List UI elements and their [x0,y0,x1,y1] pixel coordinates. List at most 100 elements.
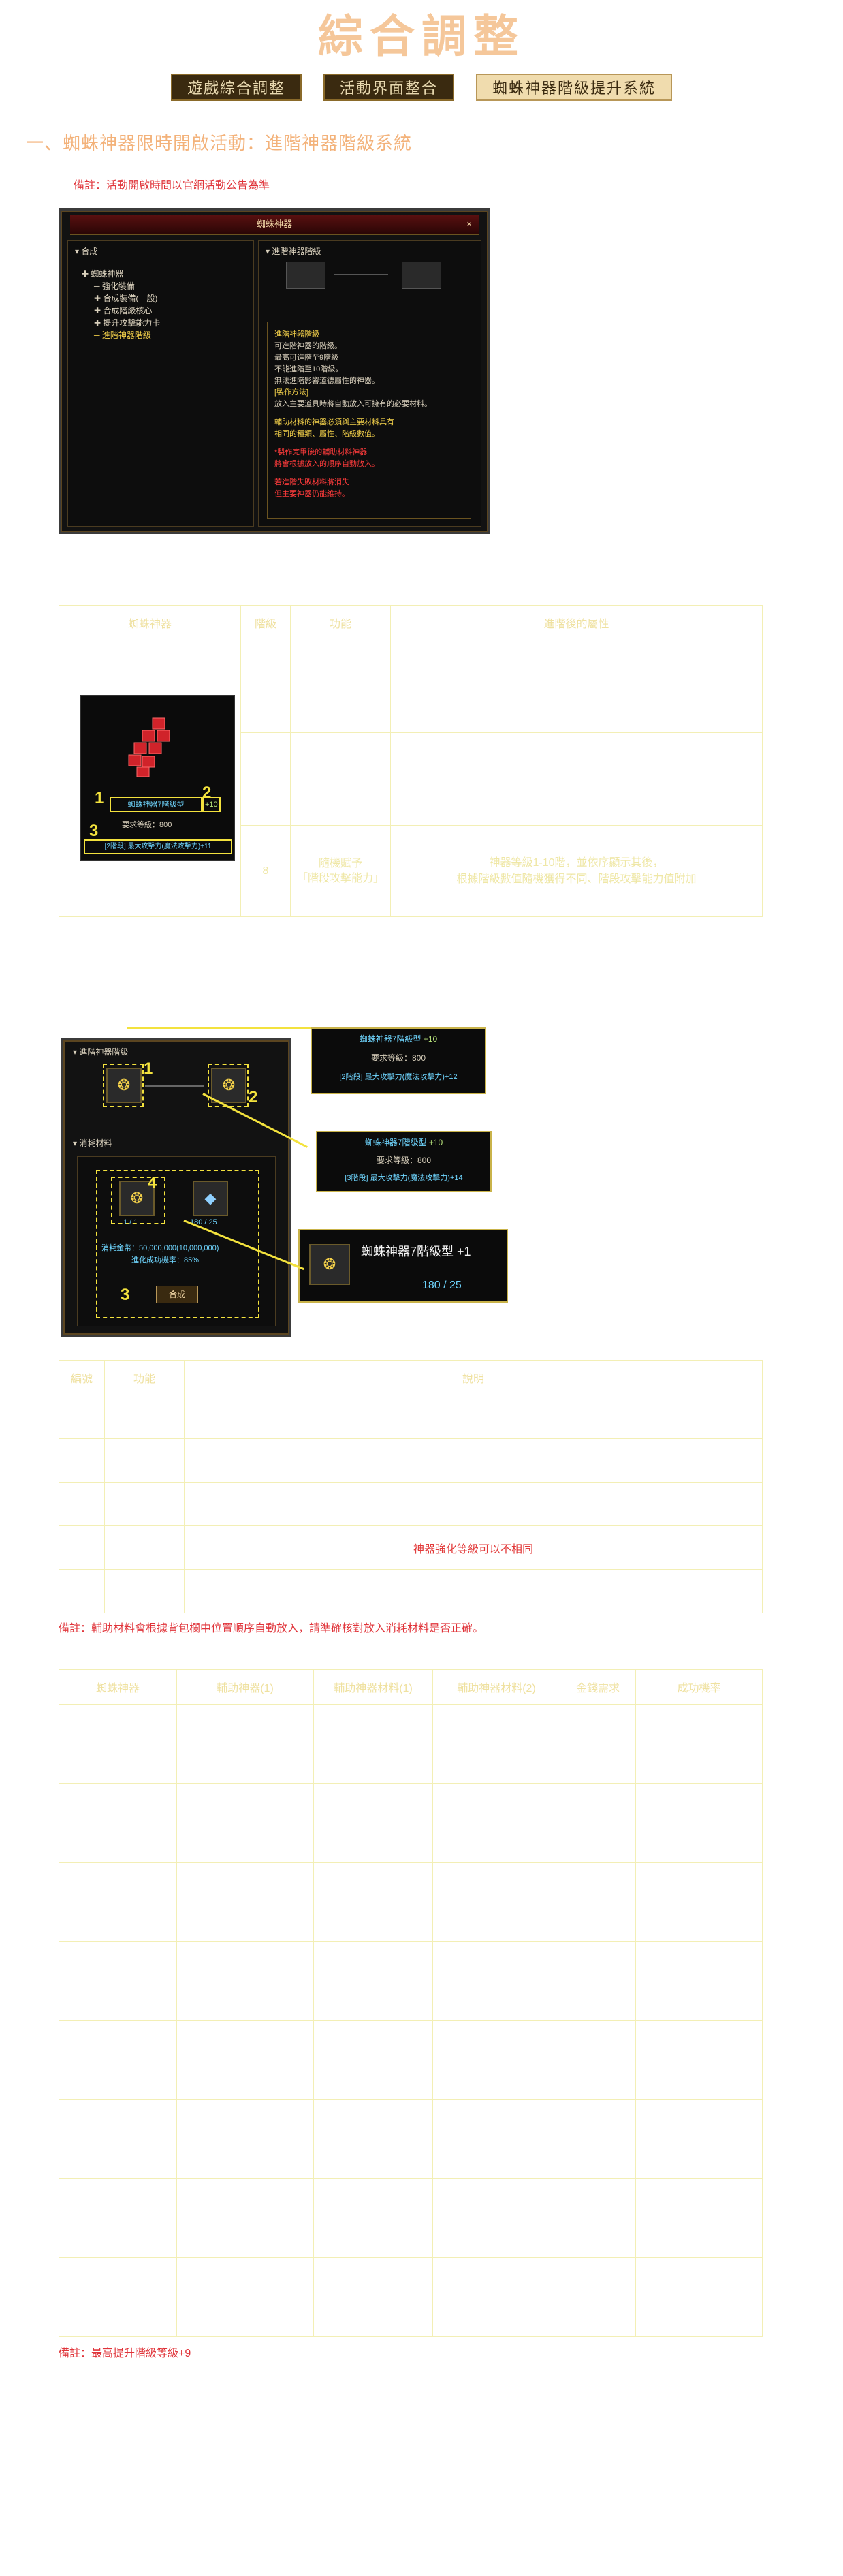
col-success-rate: 成功機率 [635,1669,763,1705]
cell [104,1438,185,1483]
marker-1: 1 [144,1059,153,1078]
cell [184,1569,763,1613]
artifact-level-table: 蜘蛛神器 階級 功能 進階後的屬性 蜘蛛神器7階級型 +10 要求等級 [59,605,763,917]
cell [240,732,291,826]
section-heading: 一、蜘蛛神器限時開啟活動：進階神器階級系統 [26,133,413,153]
window-title-bar: 蜘蛛神器 × [70,215,479,235]
marker-2: 2 [249,1088,258,1106]
tooltip-3: ❂ 蜘蛛神器7階級型 +1 180 / 25 [298,1229,508,1303]
row3-attr: 神器等級1-10階，並依序顯示其後， 根據階級數值隨機獲得不同、階段攻擊能力值附… [390,825,763,917]
main-artifact-icon[interactable]: ❂ [106,1068,142,1103]
result-artifact-icon[interactable]: ❂ [211,1068,246,1103]
cell [390,732,763,826]
window-title: 蜘蛛神器 [256,219,292,229]
slot-connector [334,274,388,275]
right-header: ▾ 進階神器階級 [266,247,321,256]
tree-item[interactable]: ✚ 提升攻擊能力卡 [94,318,161,328]
tooltip-1: 蜘蛛神器7階級型 +10 要求等級：800 [2階段] 最大攻擊力(魔法攻擊力)… [311,1027,486,1094]
cell [104,1482,185,1526]
artifact-image-cell: 蜘蛛神器7階級型 +10 要求等級：800 [2階段] 最大攻擊力(魔法攻擊力)… [59,640,241,917]
cell [390,640,763,733]
row3-function: 隨機賦予 「階段攻擊能力」 [290,825,391,917]
note-mid: 備註：輔助材料會根據背包欄中位置順序自動放入，請準確核對放入消耗材料是否正確。 [59,1623,484,1634]
col-artifact: 蜘蛛神器 [59,605,241,640]
cell [290,640,391,733]
col-gold: 金錢需求 [560,1669,636,1705]
crystal-icon[interactable]: ◆ [193,1181,228,1216]
tab-bar: 遊戲綜合調整 活動界面整合 蜘蛛神器階級提升系統 [0,74,843,102]
note-bottom: 備註：最高提升階級等級+9 [59,2348,191,2359]
material-header: ▾ 消耗材料 [73,1138,112,1148]
left-panel: ▾ 合成 ✚ 蜘蛛神器 ─ 強化裝備 ✚ 合成裝備(一般) ✚ 合成階級核心 ✚… [67,240,254,527]
close-icon[interactable]: × [466,219,472,229]
cell [59,1482,105,1526]
col-function: 功能 [104,1360,185,1395]
cell [184,1395,763,1439]
main-slot[interactable] [286,262,325,289]
marker-1: 1 [95,789,104,807]
cell [104,1569,185,1613]
cell [59,1438,105,1483]
card-attr: [2階段] 最大攻擊力(魔法攻擊力)+11 [84,839,232,854]
function-table: 編號 功能 說明 神器強化等級可以不相同 [59,1360,763,1613]
gem-cluster-icon [122,717,183,778]
card-level-tag: +10 [202,797,221,812]
marker-3: 3 [121,1286,130,1304]
col-artifact: 蜘蛛神器 [59,1669,177,1705]
tab-game-adjust[interactable]: 遊戲綜合調整 [170,74,302,101]
rate-text: 進化成功機率：85% [131,1256,200,1264]
tooltip-2: 蜘蛛神器7階級型 +10 要求等級：800 [3階段] 最大攻擊力(魔法攻擊力)… [316,1131,492,1192]
artifact-window: 蜘蛛神器 × ▾ 合成 ✚ 蜘蛛神器 ─ 強化裝備 ✚ 合成裝備(一般) ✚ 合… [59,208,490,534]
cell [59,1569,105,1613]
col-aux-mat-2: 輔助神器材料(2) [432,1669,560,1705]
tree-item[interactable]: ─ 強化裝備 [94,281,135,291]
aux-slot-dash [111,1177,165,1224]
note-top: 備註：活動開啟時間以官網活動公告為準 [74,180,270,191]
cell [59,1395,105,1439]
cell [184,1482,763,1526]
right-panel: ▾ 進階神器階級 進階神器階級 可進階神器的階級。 最高可進階至9階級 不能進階… [258,240,481,527]
marker-4: 4 [148,1174,157,1192]
marker-2: 2 [202,783,212,802]
cell [184,1438,763,1483]
col-aux-artifact: 輔助神器(1) [176,1669,314,1705]
col-aux-mat-1: 輔助神器材料(1) [313,1669,433,1705]
cost-text: 消耗金幣：50,000,000(10,000,000) [101,1244,219,1252]
artifact-item-icon: ❂ [309,1244,350,1285]
advance-window: ▾ 進階神器階級 ❂ ❂ 1 2 ▾ 消耗材料 ❂ 4 ◆ 1 / 1 180 … [61,1038,291,1337]
material-dash [96,1170,259,1318]
aux-artifact-icon[interactable]: ❂ [119,1181,155,1216]
page-title: 綜合調整 [318,12,525,62]
advance-header: ▾ 進階神器階級 [73,1047,129,1057]
tab-spider-artifact[interactable]: 蜘蛛神器階級提升系統 [476,74,673,101]
tree-item[interactable]: ✚ 合成裝備(一般) [94,294,158,303]
row3-level: 8 [240,825,291,917]
cell [104,1525,185,1570]
cell [59,1525,105,1570]
description-box: 進階神器階級 可進階神器的階級。 最高可進階至9階級 不能進階至10階級。 無法… [267,322,471,519]
artifact-card: 蜘蛛神器7階級型 +10 要求等級：800 [2階段] 最大攻擊力(魔法攻擊力)… [80,695,235,861]
tab-event-ui[interactable]: 活動界面整合 [323,74,454,101]
tree-item-selected[interactable]: ─ 進階神器階級 [94,330,151,340]
card-name: 蜘蛛神器7階級型 [110,797,202,812]
col-number: 編號 [59,1360,105,1395]
craft-button[interactable]: 合成 [156,1286,198,1303]
count-b: 180 / 25 [190,1218,217,1226]
col-function: 功能 [290,605,391,640]
count-a: 1 / 1 [123,1218,138,1226]
red-note-cell: 神器強化等級可以不相同 [184,1525,763,1570]
main-slot-dash [103,1064,144,1107]
left-header: ▾ 合成 [68,241,253,262]
marker-3: 3 [89,822,99,840]
col-level: 階級 [240,605,291,640]
card-req: 要求等級：800 [122,821,172,829]
tree-item-root[interactable]: ✚ 蜘蛛神器 [82,269,124,279]
tree-item[interactable]: ✚ 合成階級核心 [94,306,153,315]
col-description: 說明 [184,1360,763,1395]
col-attribute: 進階後的屬性 [390,605,763,640]
cell [240,640,291,733]
result-slot[interactable] [402,262,441,289]
material-table: 蜘蛛神器 輔助神器(1) 輔助神器材料(1) 輔助神器材料(2) 金錢需求 成功… [59,1669,763,2337]
cell [290,732,391,826]
cell [104,1395,185,1439]
